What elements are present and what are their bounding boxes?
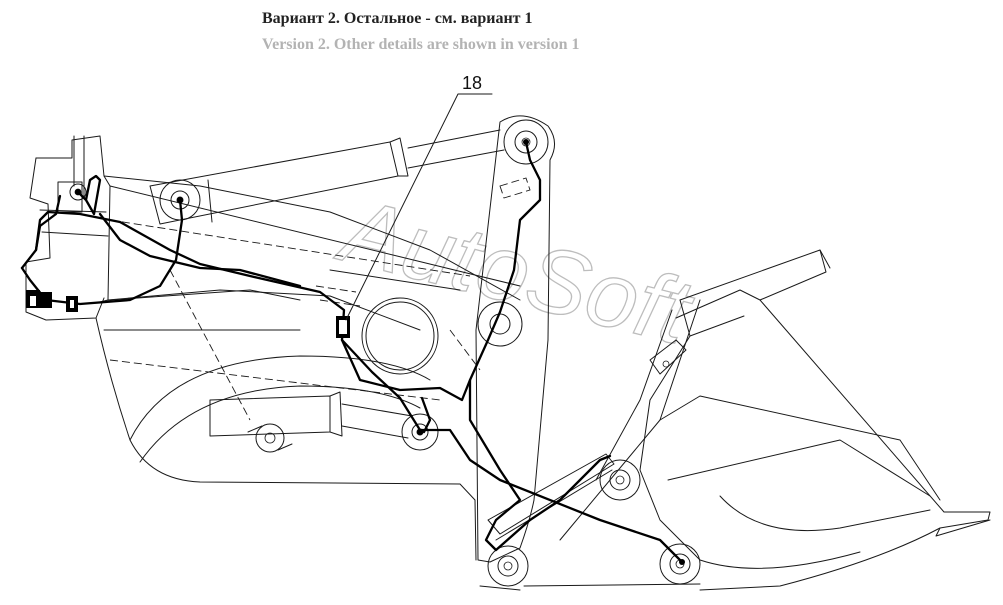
- lower-frame: [95, 269, 477, 561]
- main-boom: [103, 175, 523, 375]
- wiring-harness: [20, 139, 685, 565]
- callout-18: 18: [345, 73, 493, 321]
- caption-russian: Вариант 2. Остальное - см. вариант 1: [262, 10, 533, 27]
- caption-english: Version 2. Other details are shown in ve…: [262, 36, 580, 53]
- watermark-text: AutoSoft: [328, 178, 703, 364]
- callout-number: 18: [462, 73, 482, 93]
- rocker-arm: [329, 115, 555, 563]
- bucket: [639, 249, 991, 591]
